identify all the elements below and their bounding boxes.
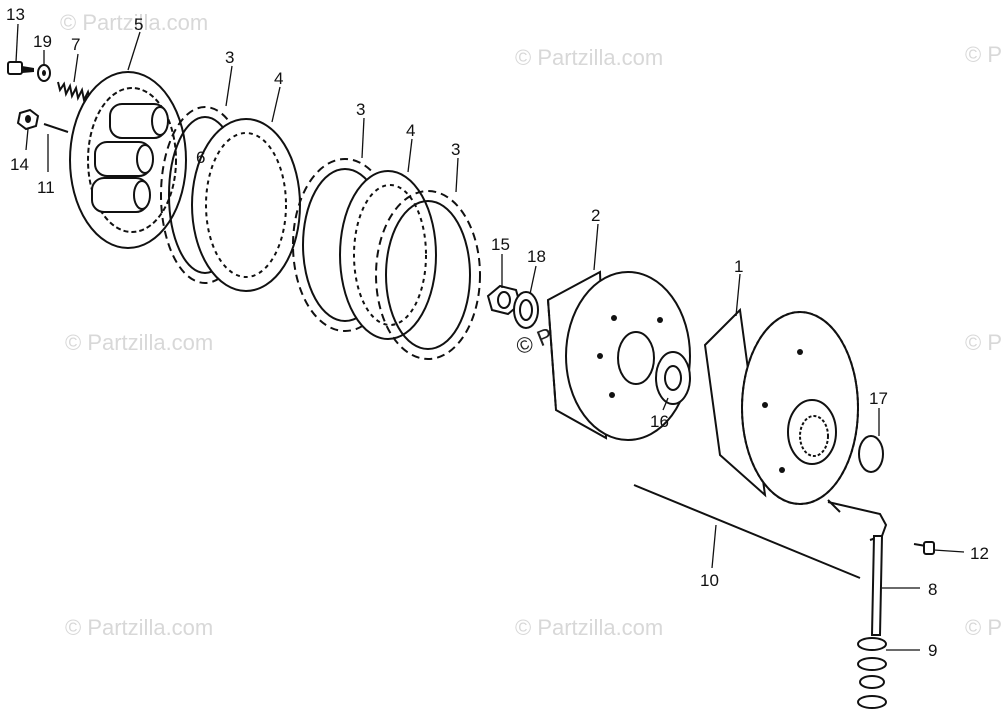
- callout-14: 14: [10, 155, 29, 174]
- callout-4b: 4: [406, 121, 415, 140]
- part-17-o-ring: [858, 435, 884, 473]
- part-9-spring-set: [857, 637, 887, 709]
- callout-17: 17: [869, 389, 888, 408]
- callout-13: 13: [6, 5, 25, 24]
- part-11-stud: [43, 123, 69, 133]
- callout-7: 7: [71, 35, 80, 54]
- callout-11: 11: [37, 178, 55, 197]
- watermark-text: © Partzilla.com: [60, 10, 208, 35]
- callout-6: 6: [196, 148, 205, 167]
- callout-10: 10: [700, 571, 719, 590]
- watermark-text: © Partzilla.com: [965, 330, 1003, 355]
- callout-19: 19: [33, 32, 52, 51]
- part-1-clutch-outer: [703, 307, 859, 505]
- watermark-text: © Partzilla.com: [65, 330, 213, 355]
- watermark-text: © Partzilla.com: [515, 615, 663, 640]
- callout-2: 2: [591, 206, 600, 225]
- part-10-push-rod: [633, 484, 861, 579]
- callout-12: 12: [970, 544, 989, 563]
- part-18-washer: [513, 291, 539, 329]
- part-7-spring: [57, 81, 95, 104]
- watermark-text: © Partzilla.com: [965, 42, 1003, 67]
- callout-labels: 13 19 7 5 3 4 6 14 11 3 4 3 15 18 2 1 17…: [6, 5, 989, 660]
- callout-8: 8: [928, 580, 937, 599]
- watermark-text: © Partzilla.com: [965, 615, 1003, 640]
- callout-1: 1: [734, 257, 743, 276]
- part-12-screw: [913, 541, 935, 555]
- leader-lines: [15, 23, 965, 651]
- part-3-friction-disc-c: [375, 190, 481, 360]
- callout-18: 18: [527, 247, 546, 266]
- callout-3a: 3: [225, 48, 234, 67]
- part-2-clutch-center: [546, 270, 691, 441]
- callout-9: 9: [928, 641, 937, 660]
- callout-4a: 4: [274, 69, 283, 88]
- part-5-pressure-plate: [69, 71, 214, 249]
- part-13-bolt: [7, 61, 34, 75]
- watermark-text: © Partzilla.com: [515, 45, 663, 70]
- part-19-washer: [37, 64, 51, 82]
- watermark-text: © Partzilla.com: [65, 615, 213, 640]
- part-14-nut: [16, 108, 40, 131]
- part-8-lifter-arm: [827, 499, 888, 636]
- callout-3c: 3: [451, 140, 460, 159]
- callout-15: 15: [491, 235, 510, 254]
- callout-3b: 3: [356, 100, 365, 119]
- part-16-washer: [655, 351, 691, 405]
- callout-5: 5: [134, 15, 143, 34]
- part-4-plain-plate-a: [191, 118, 301, 292]
- callout-16: 16: [650, 412, 669, 431]
